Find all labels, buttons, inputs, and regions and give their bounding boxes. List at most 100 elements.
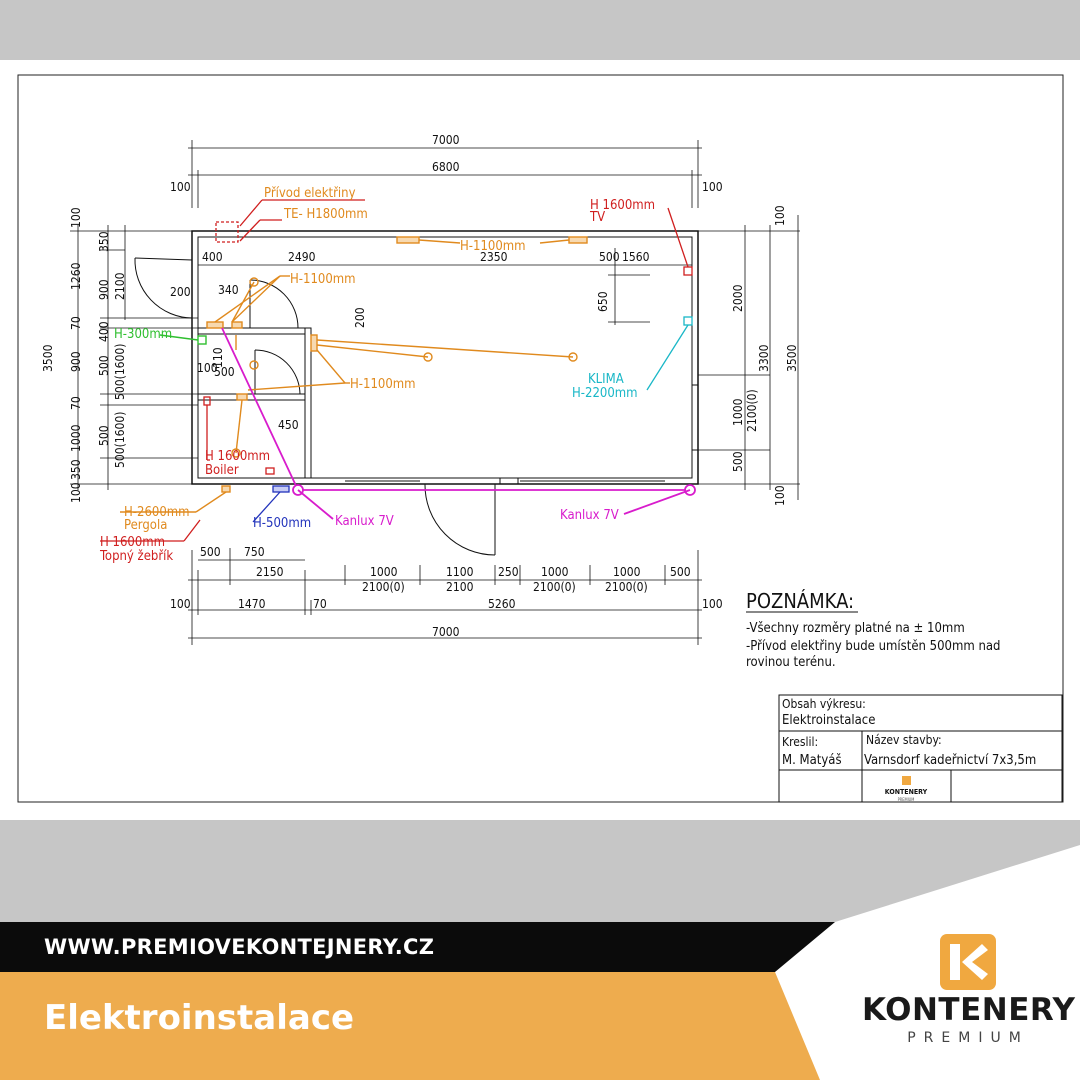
dim-2490: 2490 (288, 250, 316, 264)
dim-340: 340 (218, 283, 239, 297)
tb-logo: KONTENERY PREMIUM (885, 776, 928, 802)
dim-right-2000: 2000 (731, 284, 745, 312)
dim-left-1000: 1000 (69, 424, 83, 452)
label-pergola: Pergola (124, 518, 167, 533)
dim-right-100a: 100 (773, 205, 787, 226)
label-tv: TV (589, 210, 605, 225)
dim-bot-1000c: 1000 (613, 565, 641, 579)
dim-top-right-margin: 100 (702, 180, 723, 194)
label-klima: KLIMA (588, 372, 624, 387)
dim-100: 100 (197, 361, 218, 375)
dim-left-3500: 3500 (41, 344, 55, 372)
label-h1100-left: H-1100mm (290, 272, 356, 287)
dim-bot-2100-0a: 2100(0) (362, 580, 405, 594)
dim-bot-1000b: 1000 (541, 565, 569, 579)
dim-left-100b: 100 (69, 482, 83, 503)
label-h2600: H-2600mm (124, 505, 190, 520)
dim-left-1260: 1260 (69, 262, 83, 290)
tb-nazev-label: Název stavby: (866, 733, 942, 747)
magenta-wiring (221, 327, 696, 520)
label-h1600-boiler: H 1600mm (205, 449, 270, 464)
note-title: POZNÁMKA: (746, 589, 854, 613)
label-h1100-mid: H-1100mm (350, 377, 416, 392)
dim-left-500a: 500 (97, 355, 111, 376)
dim-bot-1000a: 1000 (370, 565, 398, 579)
dim-bot-1100: 1100 (446, 565, 474, 579)
dim-500-inner: 500 (214, 365, 235, 379)
label-kanlux-left: Kanlux 7V (335, 514, 394, 529)
dim-bot-2100-0b: 2100(0) (533, 580, 576, 594)
dim-left-100a: 100 (69, 207, 83, 228)
tb-obsah-value: Elektroinstalace (782, 713, 875, 728)
dim-bot-100a: 100 (170, 597, 191, 611)
dim-500: 500 (599, 250, 620, 264)
dim-right-2100-0: 2100(0) (745, 389, 759, 432)
dim-bot-500: 500 (200, 545, 221, 559)
dim-left-500-1600b: 500(1600) (113, 412, 127, 469)
dim-left-500-1600a: 500(1600) (113, 344, 127, 401)
electrical-labels: Přívod elektřiny TE- H1800mm H 1600mm TV… (99, 186, 655, 564)
dim-bot-2100: 2100 (446, 580, 474, 594)
tb-kreslil-value: M. Matyáš (782, 753, 842, 768)
dim-right-500: 500 (731, 451, 745, 472)
dim-450: 450 (278, 418, 299, 432)
cyan-wiring (646, 316, 693, 391)
dimension-texts: 7000 6800 100 100 400 2490 2350 500 1560… (41, 133, 799, 639)
dim-1560: 1560 (622, 250, 650, 264)
website-url[interactable]: WWW.PREMIOVEKONTEJNERY.CZ (44, 935, 435, 959)
orange-wiring (120, 236, 588, 513)
sheet-border (17, 74, 1064, 803)
dim-bot-2150: 2150 (256, 565, 284, 579)
dim-2350: 2350 (480, 250, 508, 264)
dim-left-500b: 500 (97, 425, 111, 446)
building-walls (191, 230, 699, 485)
label-topny-zebrik: Topný žebřík (99, 549, 173, 564)
tb-kreslil-label: Kreslil: (782, 735, 818, 749)
dim-200: 200 (170, 285, 191, 299)
label-te-h1800: TE- H1800mm (283, 207, 368, 222)
dim-bot-total: 7000 (432, 625, 460, 639)
label-h1100-top: H-1100mm (460, 239, 526, 254)
title-block (778, 694, 1063, 803)
dim-left-70a: 70 (69, 316, 83, 330)
note-line-2: -Přívod elektřiny bude umístěn 500mm nad (746, 639, 1000, 654)
dimension-lines (70, 140, 800, 645)
label-boiler: Boiler (205, 463, 239, 478)
dim-right-1000: 1000 (731, 398, 745, 426)
dim-110: 110 (211, 347, 225, 368)
note-line-3: rovinou terénu. (746, 655, 836, 670)
brand-logo-icon (940, 934, 996, 990)
dim-bot-2100-0c: 2100(0) (605, 580, 648, 594)
dim-bot-1470: 1470 (238, 597, 266, 611)
dim-400: 400 (202, 250, 223, 264)
label-h1600-tv: H 1600mm (590, 198, 655, 213)
dim-right-3300: 3300 (757, 344, 771, 372)
dim-bot-70: 70 (313, 597, 327, 611)
dim-right-3500: 3500 (785, 344, 799, 372)
dim-bot-5260: 5260 (488, 597, 516, 611)
dim-left-350b: 350 (69, 459, 83, 480)
dim-left-900a: 900 (97, 279, 111, 300)
tb-logo-sub: PREMIUM (898, 797, 915, 802)
dim-left-350a: 350 (97, 231, 111, 252)
red-wiring (100, 199, 693, 542)
brand-name: KONTENERY (862, 992, 1076, 1028)
label-kanlux-right: Kanlux 7V (560, 508, 619, 523)
dim-left-400: 400 (97, 321, 111, 342)
label-h500: H-500mm (253, 516, 311, 531)
dim-650: 650 (596, 291, 610, 312)
title-block-texts: Obsah výkresu: Elektroinstalace Kreslil:… (782, 697, 1036, 802)
banner-title: Elektroinstalace (44, 998, 355, 1038)
dim-bot-750: 750 (244, 545, 265, 559)
dim-200b: 200 (353, 307, 367, 328)
blue-wiring (252, 485, 290, 523)
green-wiring (159, 334, 207, 345)
brand-subtitle: PREMIUM (907, 1030, 1029, 1046)
tb-nazev-value: Varnsdorf kadeřnictví 7x3,5m (864, 753, 1036, 768)
dim-right-100b: 100 (773, 485, 787, 506)
tb-obsah-label: Obsah výkresu: (782, 697, 866, 711)
label-h1600-zebrik: H 1600mm (100, 535, 165, 550)
floor-plan-drawing: 7000 6800 100 100 400 2490 2350 500 1560… (17, 74, 1064, 803)
drawing-sheet: 7000 6800 100 100 400 2490 2350 500 1560… (0, 60, 1080, 820)
dim-top-inner: 6800 (432, 160, 460, 174)
